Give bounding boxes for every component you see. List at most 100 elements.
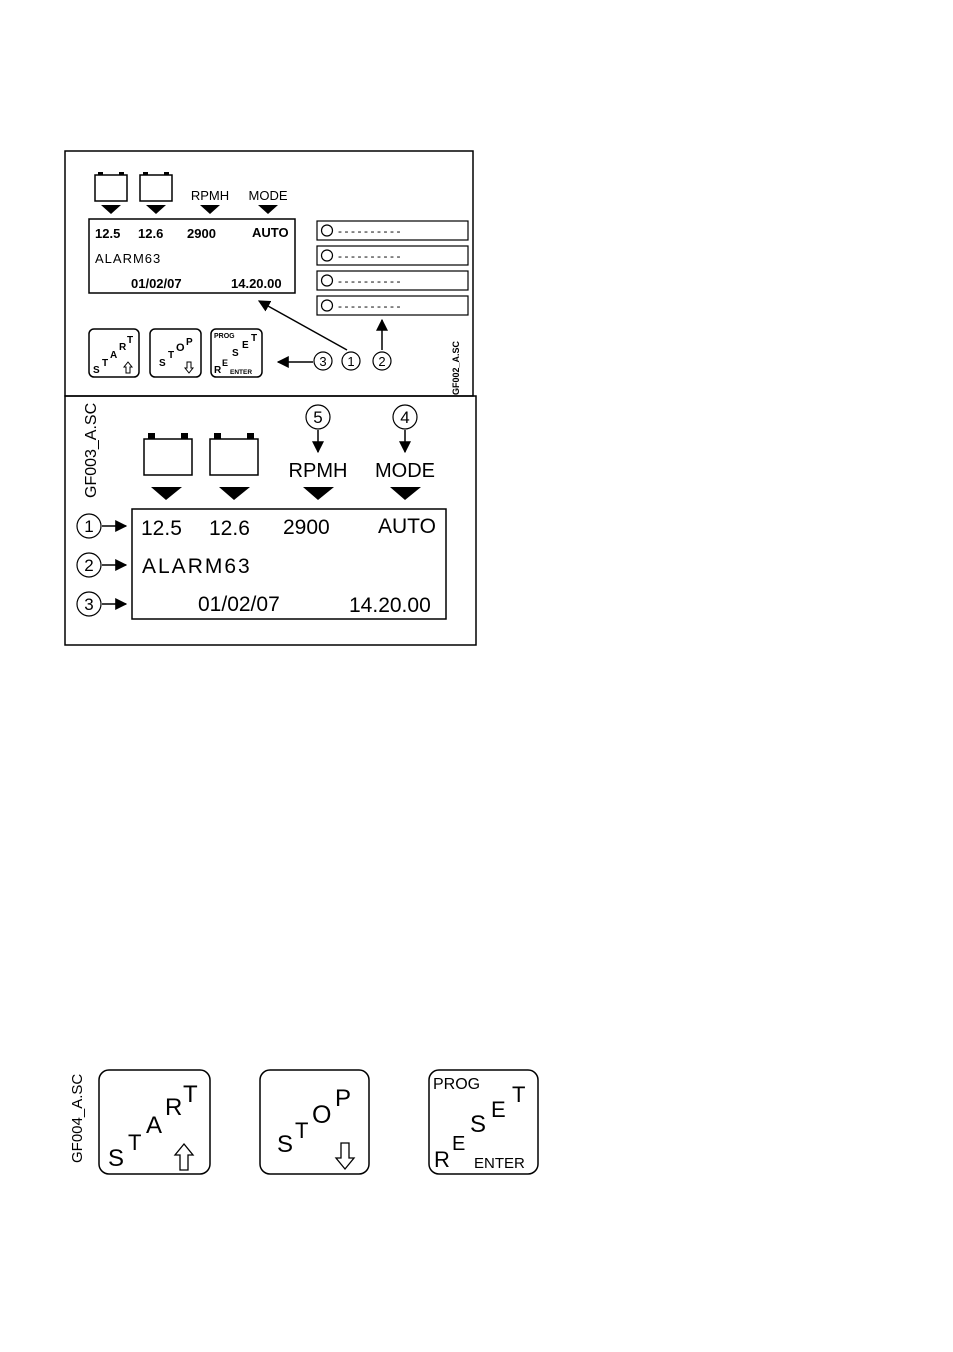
led-label: ----------	[338, 299, 403, 313]
start-button[interactable]: S T A R T	[99, 1070, 210, 1174]
callout-line-2: 2	[77, 553, 126, 577]
up-arrow-icon	[175, 1144, 193, 1170]
display-battery-1: 12.5	[141, 517, 182, 540]
svg-text:3: 3	[84, 595, 93, 614]
svg-text:3: 3	[319, 354, 326, 369]
svg-text:PROG: PROG	[214, 333, 235, 340]
callout-5: 5	[306, 405, 330, 429]
svg-text:A: A	[146, 1112, 162, 1139]
display-rpm: 2900	[283, 516, 330, 539]
display-alarm: ALARM63	[95, 251, 161, 266]
svg-text:O: O	[312, 1101, 331, 1129]
svg-text:2: 2	[84, 556, 93, 575]
led-icon	[322, 275, 333, 286]
pointer-battery-2-icon	[219, 487, 250, 500]
figure-2-display-detail: GF003_A.SC 5 4 RPMH MODE 12.5	[65, 396, 476, 645]
display-alarm: ALARM63	[142, 555, 252, 578]
svg-text:R: R	[165, 1094, 182, 1121]
svg-text:R: R	[434, 1147, 450, 1172]
svg-text:S: S	[470, 1111, 486, 1138]
svg-text:S: S	[93, 365, 100, 376]
lcd-display: 12.5 12.6 2900 AUTO ALARM63 01/02/07 14.…	[132, 509, 446, 619]
svg-text:T: T	[183, 1081, 198, 1108]
led-indicator: ----------	[317, 246, 468, 265]
svg-text:E: E	[452, 1133, 465, 1155]
svg-text:O: O	[176, 342, 185, 354]
led-icon	[322, 300, 333, 311]
pointer-rpmh-icon	[303, 487, 334, 500]
display-battery-2: 12.6	[209, 517, 250, 540]
callout-4: 4	[393, 405, 417, 429]
svg-text:T: T	[251, 333, 257, 344]
callout-3: 3	[314, 352, 332, 370]
svg-text:5: 5	[313, 408, 322, 427]
up-arrow-icon	[124, 362, 132, 373]
svg-text:E: E	[491, 1097, 506, 1122]
svg-text:PROG: PROG	[433, 1076, 480, 1093]
battery-1-icon	[95, 172, 127, 201]
led-indicator: ----------	[317, 271, 468, 290]
svg-text:R: R	[214, 365, 222, 376]
svg-text:2: 2	[378, 354, 385, 369]
svg-text:1: 1	[347, 354, 354, 369]
stop-button[interactable]: S T O P	[150, 329, 201, 377]
svg-text:T: T	[168, 350, 174, 361]
led-indicator: ----------	[317, 221, 468, 240]
lcd-display: 12.5 12.6 2900 AUTO ALARM63 01/02/07 14.…	[89, 219, 295, 293]
callout-line-1: 1	[77, 514, 126, 538]
svg-text:P: P	[335, 1085, 351, 1112]
battery-1-icon	[144, 433, 192, 475]
stop-button[interactable]: S T O P	[260, 1070, 369, 1174]
svg-text:A: A	[110, 350, 117, 361]
svg-text:T: T	[102, 358, 108, 369]
battery-2-icon	[210, 433, 258, 475]
callout-1-arrow	[259, 301, 347, 350]
mode-label: MODE	[375, 460, 435, 482]
svg-text:S: S	[277, 1131, 293, 1158]
led-icon	[322, 250, 333, 261]
pointer-battery-2-icon	[146, 205, 166, 214]
figure-2-code: GF003_A.SC	[83, 403, 100, 498]
svg-text:E: E	[242, 340, 249, 351]
display-battery-1: 12.5	[95, 226, 120, 241]
down-arrow-icon	[336, 1143, 354, 1169]
display-time: 14.20.00	[231, 276, 282, 291]
svg-text:ENTER: ENTER	[230, 369, 252, 376]
display-mode: AUTO	[378, 515, 436, 538]
display-time: 14.20.00	[349, 594, 431, 617]
svg-text:E: E	[222, 358, 228, 368]
svg-text:P: P	[186, 337, 193, 348]
svg-text:S: S	[232, 348, 239, 359]
mode-label: MODE	[249, 188, 288, 203]
led-label: ----------	[338, 224, 403, 238]
callout-1: 1	[342, 352, 360, 370]
svg-text:S: S	[159, 358, 166, 369]
display-mode: AUTO	[252, 225, 289, 240]
start-button[interactable]: S T A R T	[89, 329, 139, 377]
figure-3-buttons: GF004_A.SC S T A R T S T O P PROG R E S …	[69, 1070, 538, 1174]
callout-2: 2	[373, 352, 391, 370]
pointer-mode-icon	[258, 205, 278, 214]
led-indicator-list: ---------- ---------- ---------- -------…	[317, 221, 468, 315]
svg-text:T: T	[128, 1130, 141, 1155]
prog-reset-enter-button[interactable]: PROG R E S E T ENTER	[429, 1070, 538, 1174]
svg-text:S: S	[108, 1145, 124, 1172]
svg-text:T: T	[295, 1118, 308, 1143]
display-date: 01/02/07	[198, 593, 280, 616]
pointer-rpmh-icon	[200, 205, 220, 214]
figure-1-code: GF002_A.SC	[451, 340, 461, 395]
pointer-battery-1-icon	[151, 487, 182, 500]
svg-text:T: T	[512, 1082, 525, 1107]
led-label: ----------	[338, 249, 403, 263]
led-label: ----------	[338, 274, 403, 288]
svg-text:1: 1	[84, 517, 93, 536]
display-battery-2: 12.6	[138, 226, 163, 241]
prog-reset-enter-button[interactable]: PROG R E S E T ENTER	[211, 329, 262, 377]
rpmh-label: RPMH	[191, 188, 229, 203]
svg-text:4: 4	[400, 408, 409, 427]
display-rpm: 2900	[187, 226, 216, 241]
pointer-battery-1-icon	[101, 205, 121, 214]
display-date: 01/02/07	[131, 276, 182, 291]
figure-3-code: GF004_A.SC	[69, 1074, 86, 1163]
